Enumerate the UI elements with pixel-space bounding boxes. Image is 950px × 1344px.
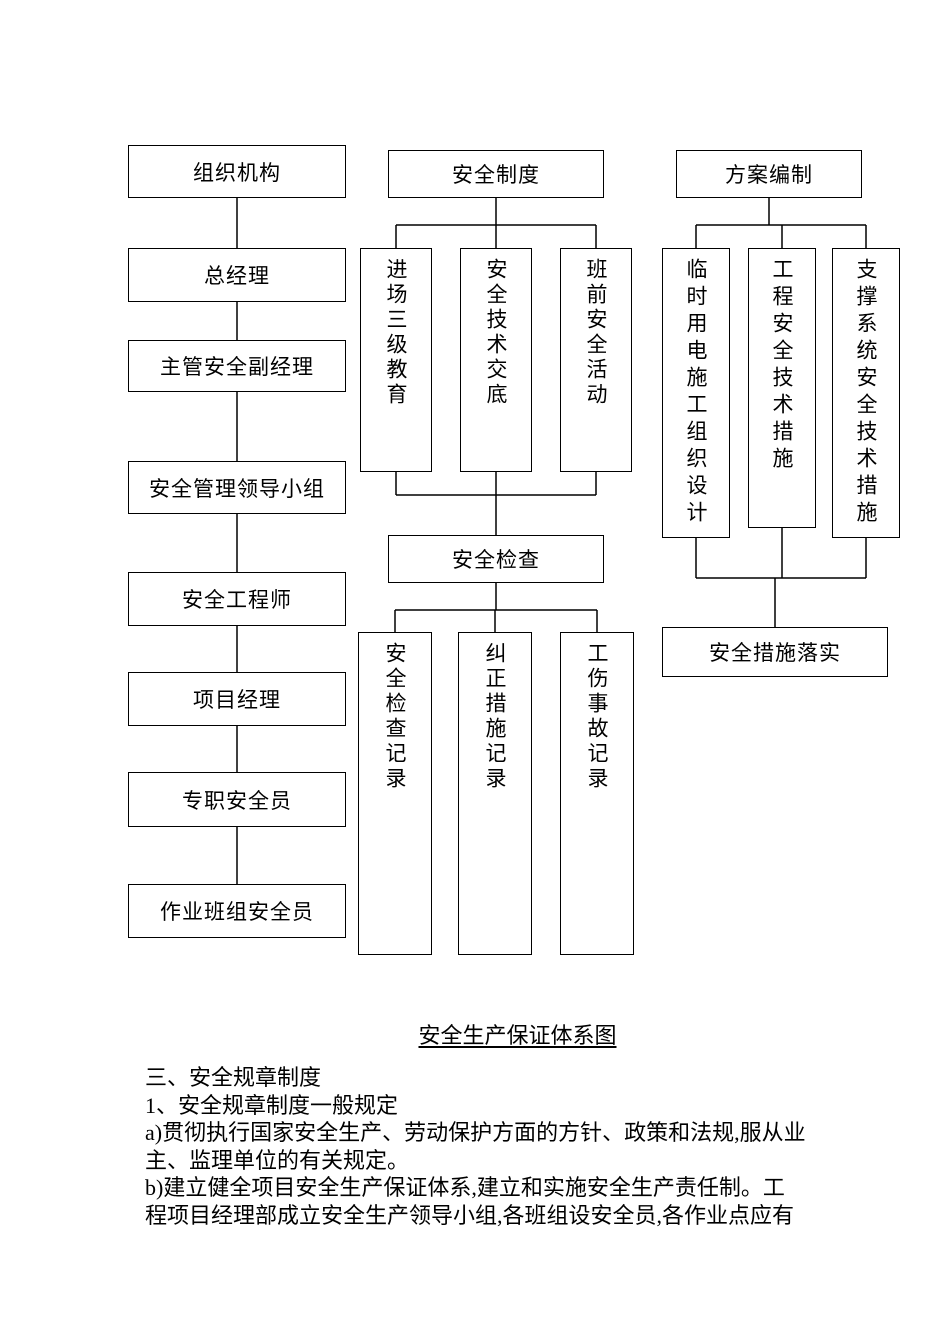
box-safety-inspection-header: 安全检查 bbox=[388, 535, 604, 583]
box-plan-preparation: 方案编制 bbox=[676, 150, 862, 198]
diagram-caption-text: 安全生产保证体系图 bbox=[418, 1023, 617, 1048]
vbox-entry-education: 进场三级教育 bbox=[360, 248, 432, 472]
vbox-temporary-power-design: 临时用电施工组织设计 bbox=[662, 248, 730, 538]
vbox-technical-disclosure-label: 安全技术交底 bbox=[484, 258, 508, 408]
box-safety-measures-implementation: 安全措施落实 bbox=[662, 627, 888, 677]
vbox-temporary-power-design-label: 临时用电施工组织设计 bbox=[684, 258, 708, 528]
vbox-entry-education-label: 进场三级教育 bbox=[384, 258, 408, 408]
vbox-work-injury-records: 工伤事故记录 bbox=[560, 632, 634, 955]
vbox-support-system-safety-measures: 支撑系统安全技术措施 bbox=[832, 248, 900, 538]
vbox-support-system-safety-measures-label: 支撑系统安全技术措施 bbox=[854, 258, 878, 528]
diagram-caption: 安全生产保证体系图 bbox=[145, 1018, 890, 1050]
vbox-engineering-safety-measures-label: 工程安全技术措施 bbox=[770, 258, 794, 474]
box-general-manager: 总经理 bbox=[128, 248, 346, 302]
body-line-heading: 三、安全规章制度 bbox=[145, 1065, 322, 1090]
vbox-inspection-records-label: 安全检查记录 bbox=[383, 642, 407, 792]
box-project-manager: 项目经理 bbox=[128, 672, 346, 726]
vbox-technical-disclosure: 安全技术交底 bbox=[460, 248, 532, 472]
vbox-preshift-safety-activity-label: 班前安全活动 bbox=[584, 258, 608, 408]
box-safety-system-header: 安全制度 bbox=[388, 150, 604, 198]
body-line-item-a-2: 主、监理单位的有关规定。 bbox=[145, 1147, 410, 1173]
body-line-item-b-2: 程项目经理部成立安全生产领导小组,各班组设安全员,各作业点应有 bbox=[145, 1202, 795, 1228]
box-team-safety-officer: 作业班组安全员 bbox=[128, 884, 346, 938]
body-line-item-a-1: a)贯彻执行国家安全生产、劳动保护方面的方针、政策和法规,服从业 bbox=[145, 1120, 806, 1145]
box-safety-leadership-group: 安全管理领导小组 bbox=[128, 461, 346, 514]
box-fulltime-safety-officer: 专职安全员 bbox=[128, 772, 346, 827]
connector-lines bbox=[236, 198, 867, 884]
vbox-engineering-safety-measures: 工程安全技术措施 bbox=[748, 248, 816, 528]
box-safety-engineer: 安全工程师 bbox=[128, 572, 346, 626]
vbox-work-injury-records-label: 工伤事故记录 bbox=[585, 642, 609, 792]
box-deputy-safety-manager: 主管安全副经理 bbox=[128, 340, 346, 392]
vbox-preshift-safety-activity: 班前安全活动 bbox=[560, 248, 632, 472]
vbox-corrective-action-records-label: 纠正措施记录 bbox=[483, 642, 507, 792]
box-organization: 组织机构 bbox=[128, 145, 346, 198]
vbox-inspection-records: 安全检查记录 bbox=[358, 632, 432, 955]
vbox-corrective-action-records: 纠正措施记录 bbox=[458, 632, 532, 955]
body-line-subheading: 1、安全规章制度一般规定 bbox=[145, 1092, 399, 1118]
body-text: 三、安全规章制度 1、安全规章制度一般规定 a)贯彻执行国家安全生产、劳动保护方… bbox=[145, 1064, 865, 1229]
body-line-item-b-1: b)建立健全项目安全生产保证体系,建立和实施安全生产责任制。工 bbox=[145, 1175, 785, 1200]
